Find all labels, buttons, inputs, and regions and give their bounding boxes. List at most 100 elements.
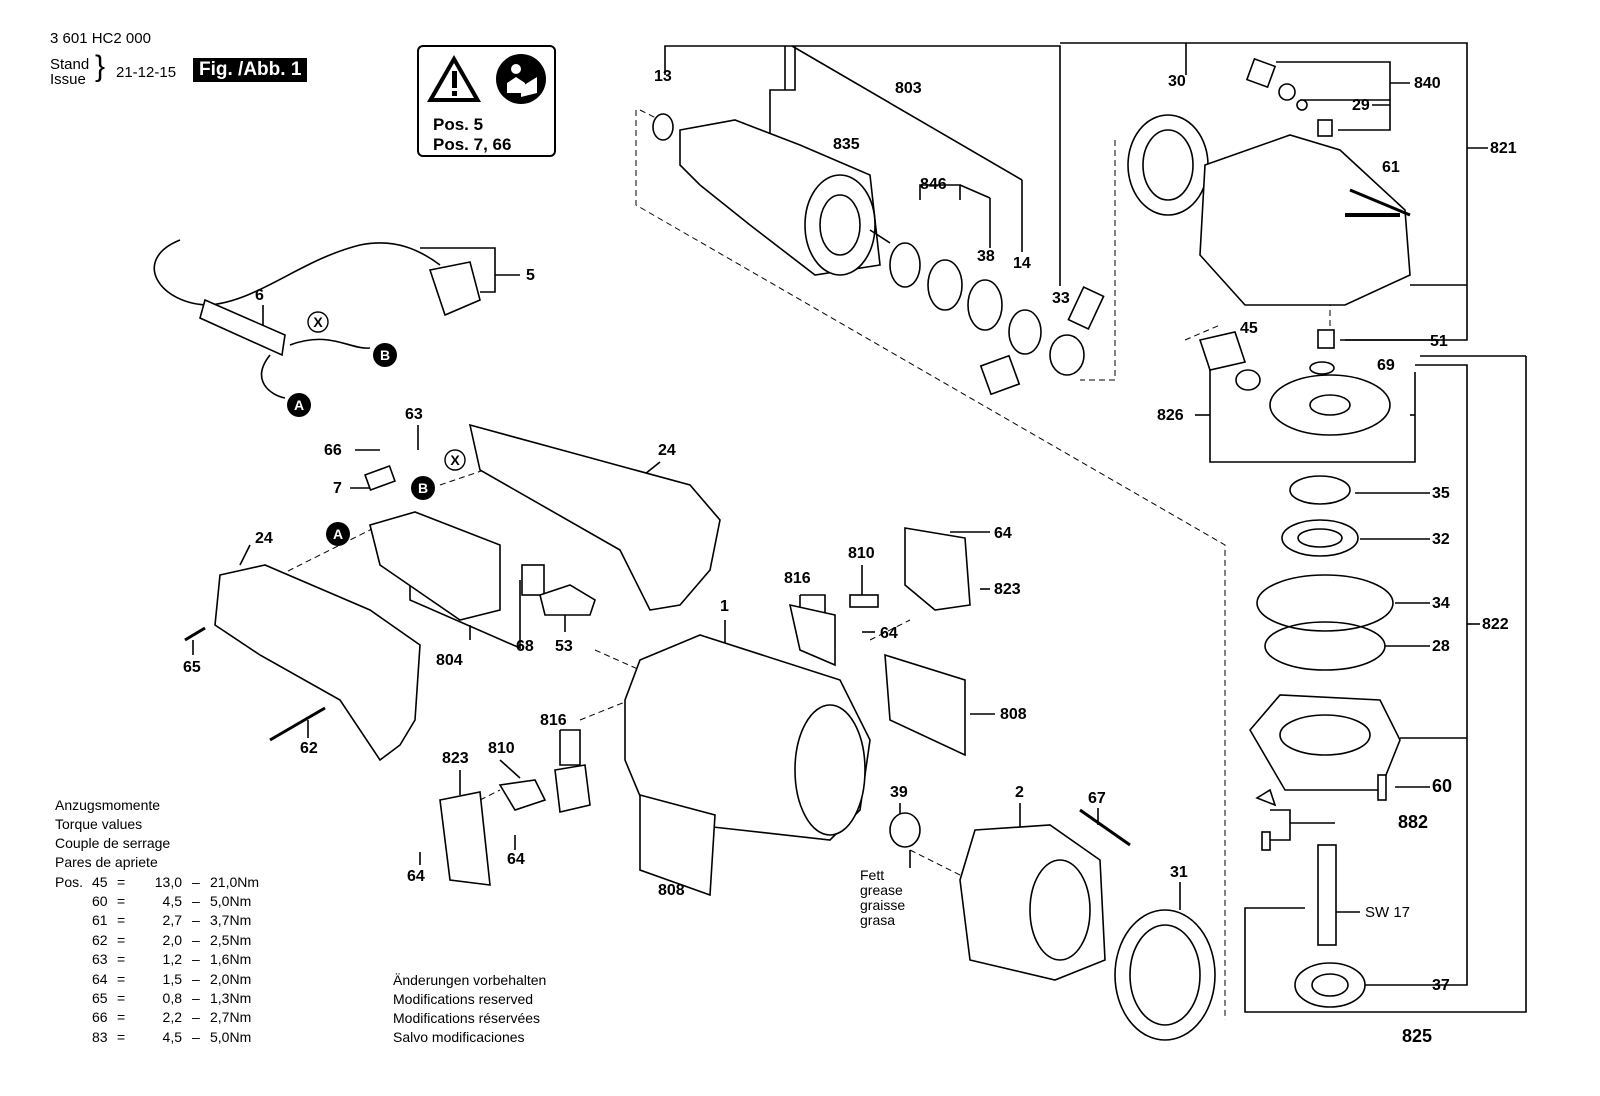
modifications-es: Salvo modificaciones <box>393 1029 525 1045</box>
bracket-803 <box>664 45 1061 230</box>
brace-glyph: } <box>95 50 106 83</box>
warning-icons <box>427 54 546 104</box>
bushing-39 <box>889 812 921 848</box>
torque-row-min: 1,2 <box>162 951 182 967</box>
marker-x-1 <box>307 311 329 333</box>
modifications-de: Änderungen vorbehalten <box>393 972 547 988</box>
callout-29: 29 <box>1352 97 1370 114</box>
torque-dash: – <box>192 912 200 928</box>
insulation-808-lower <box>639 793 716 897</box>
figure-label: Fig. /Abb. 1 <box>193 58 308 82</box>
torque-dash: – <box>192 990 200 1006</box>
callout-24-upper: 24 <box>658 442 676 459</box>
gear-head-housing <box>1199 134 1411 306</box>
torque-row-min: 2,2 <box>162 1009 182 1025</box>
oring-28 <box>1264 621 1386 671</box>
bracket-816-lower <box>559 729 581 766</box>
grease-de: Fett <box>860 867 885 883</box>
torque-title-en: Torque values <box>55 816 143 832</box>
callout-804: 804 <box>436 652 463 669</box>
callout-5: 5 <box>526 267 535 284</box>
callout-816-lower: 816 <box>540 712 567 729</box>
spring-ring-34 <box>1256 574 1394 632</box>
power-cord <box>153 239 441 306</box>
switch-housing <box>369 511 501 621</box>
callout-53: 53 <box>555 638 573 655</box>
circlip-846 <box>889 242 921 288</box>
torque-row-pos: 62 <box>92 932 108 948</box>
issue-label: Issue <box>50 71 86 88</box>
callout-822: 822 <box>1482 616 1509 633</box>
torque-row-max: 21,0Nm <box>210 874 260 890</box>
callout-60: 60 <box>1432 776 1453 796</box>
doc-number: 3 601 HC2 000 <box>50 30 151 47</box>
lock-button <box>1245 57 1277 89</box>
marker-a-1 <box>287 393 311 417</box>
torque-row-min: 2,7 <box>162 912 182 928</box>
torque-row-max: 1,3Nm <box>210 990 252 1006</box>
handle-cover-lower <box>214 564 421 762</box>
torque-dash: – <box>192 1029 200 1045</box>
callout-2: 2 <box>1015 784 1024 801</box>
callout-28: 28 <box>1432 638 1450 655</box>
callout-64-c: 64 <box>507 851 525 868</box>
torque-row-min: 13,0 <box>154 874 182 890</box>
modifications-fr: Modifications réservées <box>393 1010 541 1026</box>
brush-cover-upper <box>904 527 971 611</box>
torque-title-fr: Couple de serrage <box>55 835 171 851</box>
callout-810-upper: 810 <box>848 545 875 562</box>
ring-38 <box>967 279 1003 331</box>
marker-x-1-label: X <box>313 314 323 330</box>
torque-row-pos: 65 <box>92 990 108 1006</box>
callout-808-lower: 808 <box>658 882 685 899</box>
bearing-13 <box>652 113 674 141</box>
callout-51: 51 <box>1430 333 1448 350</box>
stand-label: Stand <box>50 56 90 73</box>
handle-cover-upper <box>468 423 721 611</box>
callout-34: 34 <box>1432 595 1450 612</box>
read-manual-icon <box>496 54 546 104</box>
callout-840: 840 <box>1414 75 1441 92</box>
marker-a-2 <box>326 522 350 546</box>
washer-846 <box>927 259 963 311</box>
wrench-size: SW 17 <box>1365 904 1411 921</box>
torque-row-pos: 63 <box>92 951 108 967</box>
modifications-en: Modifications reserved <box>393 991 534 1007</box>
torque-row-pos: 61 <box>92 912 108 928</box>
torque-eq: = <box>117 951 126 967</box>
spindle <box>1317 844 1337 946</box>
callout-69: 69 <box>1377 357 1395 374</box>
grease-es: grasa <box>860 912 896 928</box>
torque-row-min: 4,5 <box>162 1029 182 1045</box>
marker-x-2 <box>444 449 466 471</box>
torque-row-pos: 83 <box>92 1029 108 1045</box>
callout-826: 826 <box>1157 407 1184 424</box>
torque-eq: = <box>117 874 126 890</box>
bracket-5 <box>420 247 496 293</box>
cord-plug <box>428 261 481 317</box>
callout-45: 45 <box>1240 320 1258 337</box>
callout-14: 14 <box>1013 255 1031 272</box>
torque-row-min: 0,8 <box>162 990 182 1006</box>
callout-67: 67 <box>1088 790 1106 807</box>
brush-holder-upper <box>788 603 836 667</box>
cord-strain-relief <box>199 298 286 357</box>
torque-eq: = <box>117 1029 126 1045</box>
marker-x-2-label: X <box>450 452 460 468</box>
callout-65: 65 <box>183 659 201 676</box>
callout-803: 803 <box>895 80 922 97</box>
warning-box: Pos. 5 Pos. 7, 66 <box>417 45 556 157</box>
torque-row-max: 5,0Nm <box>210 1029 252 1045</box>
bracket-846 <box>919 184 961 200</box>
torque-eq: = <box>117 912 126 928</box>
callout-63: 63 <box>405 406 423 423</box>
callout-39: 39 <box>890 784 908 801</box>
callout-32: 32 <box>1432 531 1450 548</box>
warning-line-2: Pos. 7, 66 <box>433 135 512 154</box>
callout-823-lower: 823 <box>442 750 469 767</box>
marker-b-2 <box>411 476 435 500</box>
callout-808-upper: 808 <box>1000 706 1027 723</box>
bracket-840 <box>1276 61 1391 131</box>
brush-cover-lower <box>439 791 491 886</box>
